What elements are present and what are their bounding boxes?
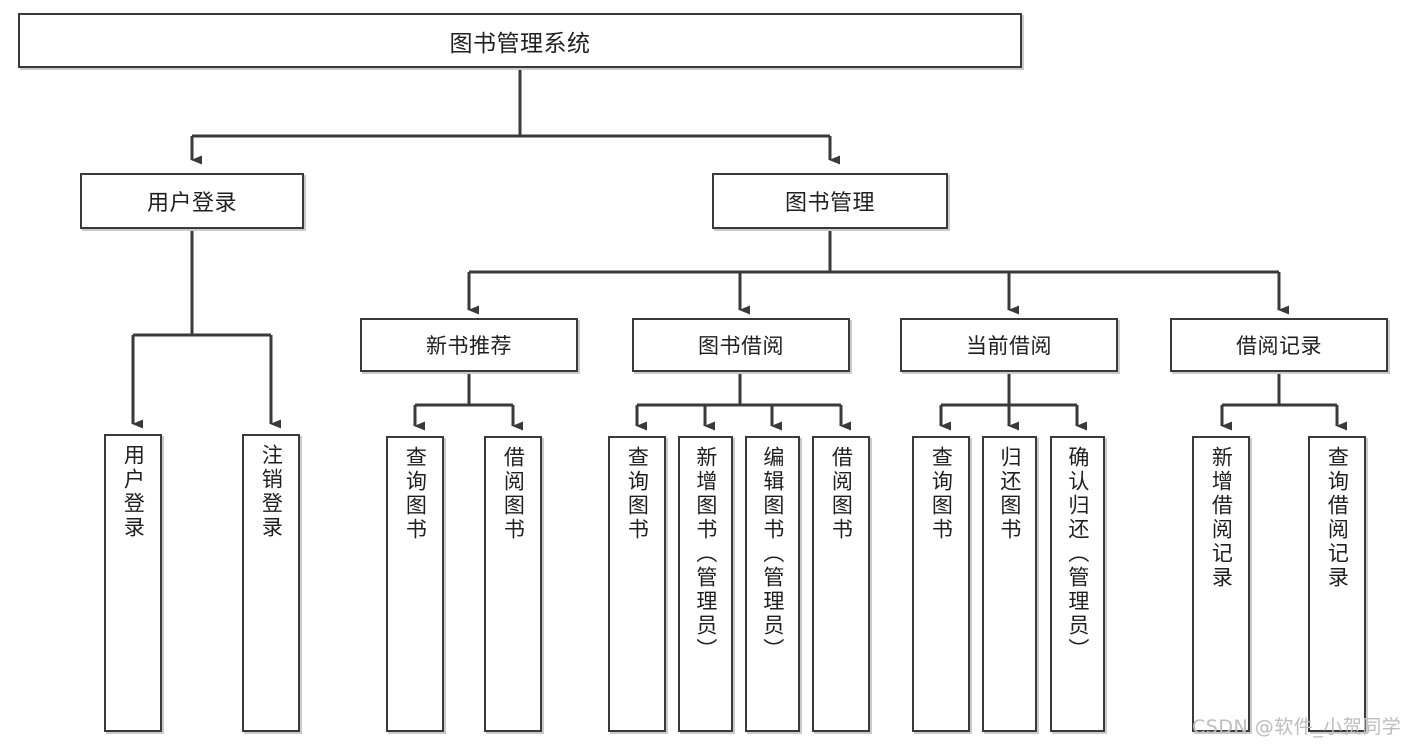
leaf-current-return-book[interactable]: 归还图书 <box>982 436 1037 732</box>
node-label: 查询图书 <box>403 446 428 542</box>
leaf-borrow-borrow-book[interactable]: 借阅图书 <box>812 436 870 732</box>
node-root[interactable]: 图书管理系统 <box>18 13 1022 68</box>
node-book-management[interactable]: 图书管理 <box>712 173 948 229</box>
node-label: 用户登录 <box>121 444 146 540</box>
node-user-login[interactable]: 用户登录 <box>80 173 304 229</box>
node-label: 注销登录 <box>259 444 284 540</box>
node-borrow-record[interactable]: 借阅记录 <box>1170 318 1388 372</box>
node-label: 借阅图书 <box>829 446 854 542</box>
leaf-record-add-record[interactable]: 新增借阅记录 <box>1192 436 1250 732</box>
node-label: 借阅图书 <box>501 446 526 542</box>
node-new-book-recommend[interactable]: 新书推荐 <box>360 318 578 372</box>
node-label: 查询图书 <box>929 446 954 542</box>
node-label: 编辑图书（管理员） <box>760 446 785 662</box>
node-label: 图书管理系统 <box>449 30 591 57</box>
node-label: 查询图书 <box>625 446 650 542</box>
node-label: 确认归还（管理员） <box>1065 446 1090 662</box>
leaf-borrow-query-book[interactable]: 查询图书 <box>608 436 666 732</box>
leaf-user-login-login[interactable]: 用户登录 <box>104 434 162 732</box>
node-book-borrow[interactable]: 图书借阅 <box>632 318 850 372</box>
node-current-borrow[interactable]: 当前借阅 <box>900 318 1118 372</box>
node-label: 新书推荐 <box>426 334 512 358</box>
node-label: 图书借阅 <box>698 334 784 358</box>
leaf-user-login-logout[interactable]: 注销登录 <box>242 434 300 732</box>
node-label: 用户登录 <box>146 191 237 216</box>
node-label: 查询借阅记录 <box>1325 446 1350 590</box>
leaf-borrow-edit-book[interactable]: 编辑图书（管理员） <box>745 436 800 732</box>
node-label: 当前借阅 <box>966 334 1052 358</box>
leaf-recommend-query-book[interactable]: 查询图书 <box>386 436 444 732</box>
leaf-borrow-add-book[interactable]: 新增图书（管理员） <box>678 436 733 732</box>
node-label: 归还图书 <box>997 446 1022 542</box>
leaf-current-confirm-return[interactable]: 确认归还（管理员） <box>1050 436 1105 732</box>
node-label: 新增借阅记录 <box>1209 446 1234 590</box>
watermark: CSDN @软件_小贺同学 <box>1192 716 1402 738</box>
node-label: 图书管理 <box>784 191 875 216</box>
node-label: 借阅记录 <box>1236 334 1322 358</box>
leaf-recommend-borrow-book[interactable]: 借阅图书 <box>484 436 542 732</box>
leaf-record-query-record[interactable]: 查询借阅记录 <box>1308 436 1366 732</box>
node-label: 新增图书（管理员） <box>693 446 718 662</box>
leaf-current-query-book[interactable]: 查询图书 <box>912 436 970 732</box>
